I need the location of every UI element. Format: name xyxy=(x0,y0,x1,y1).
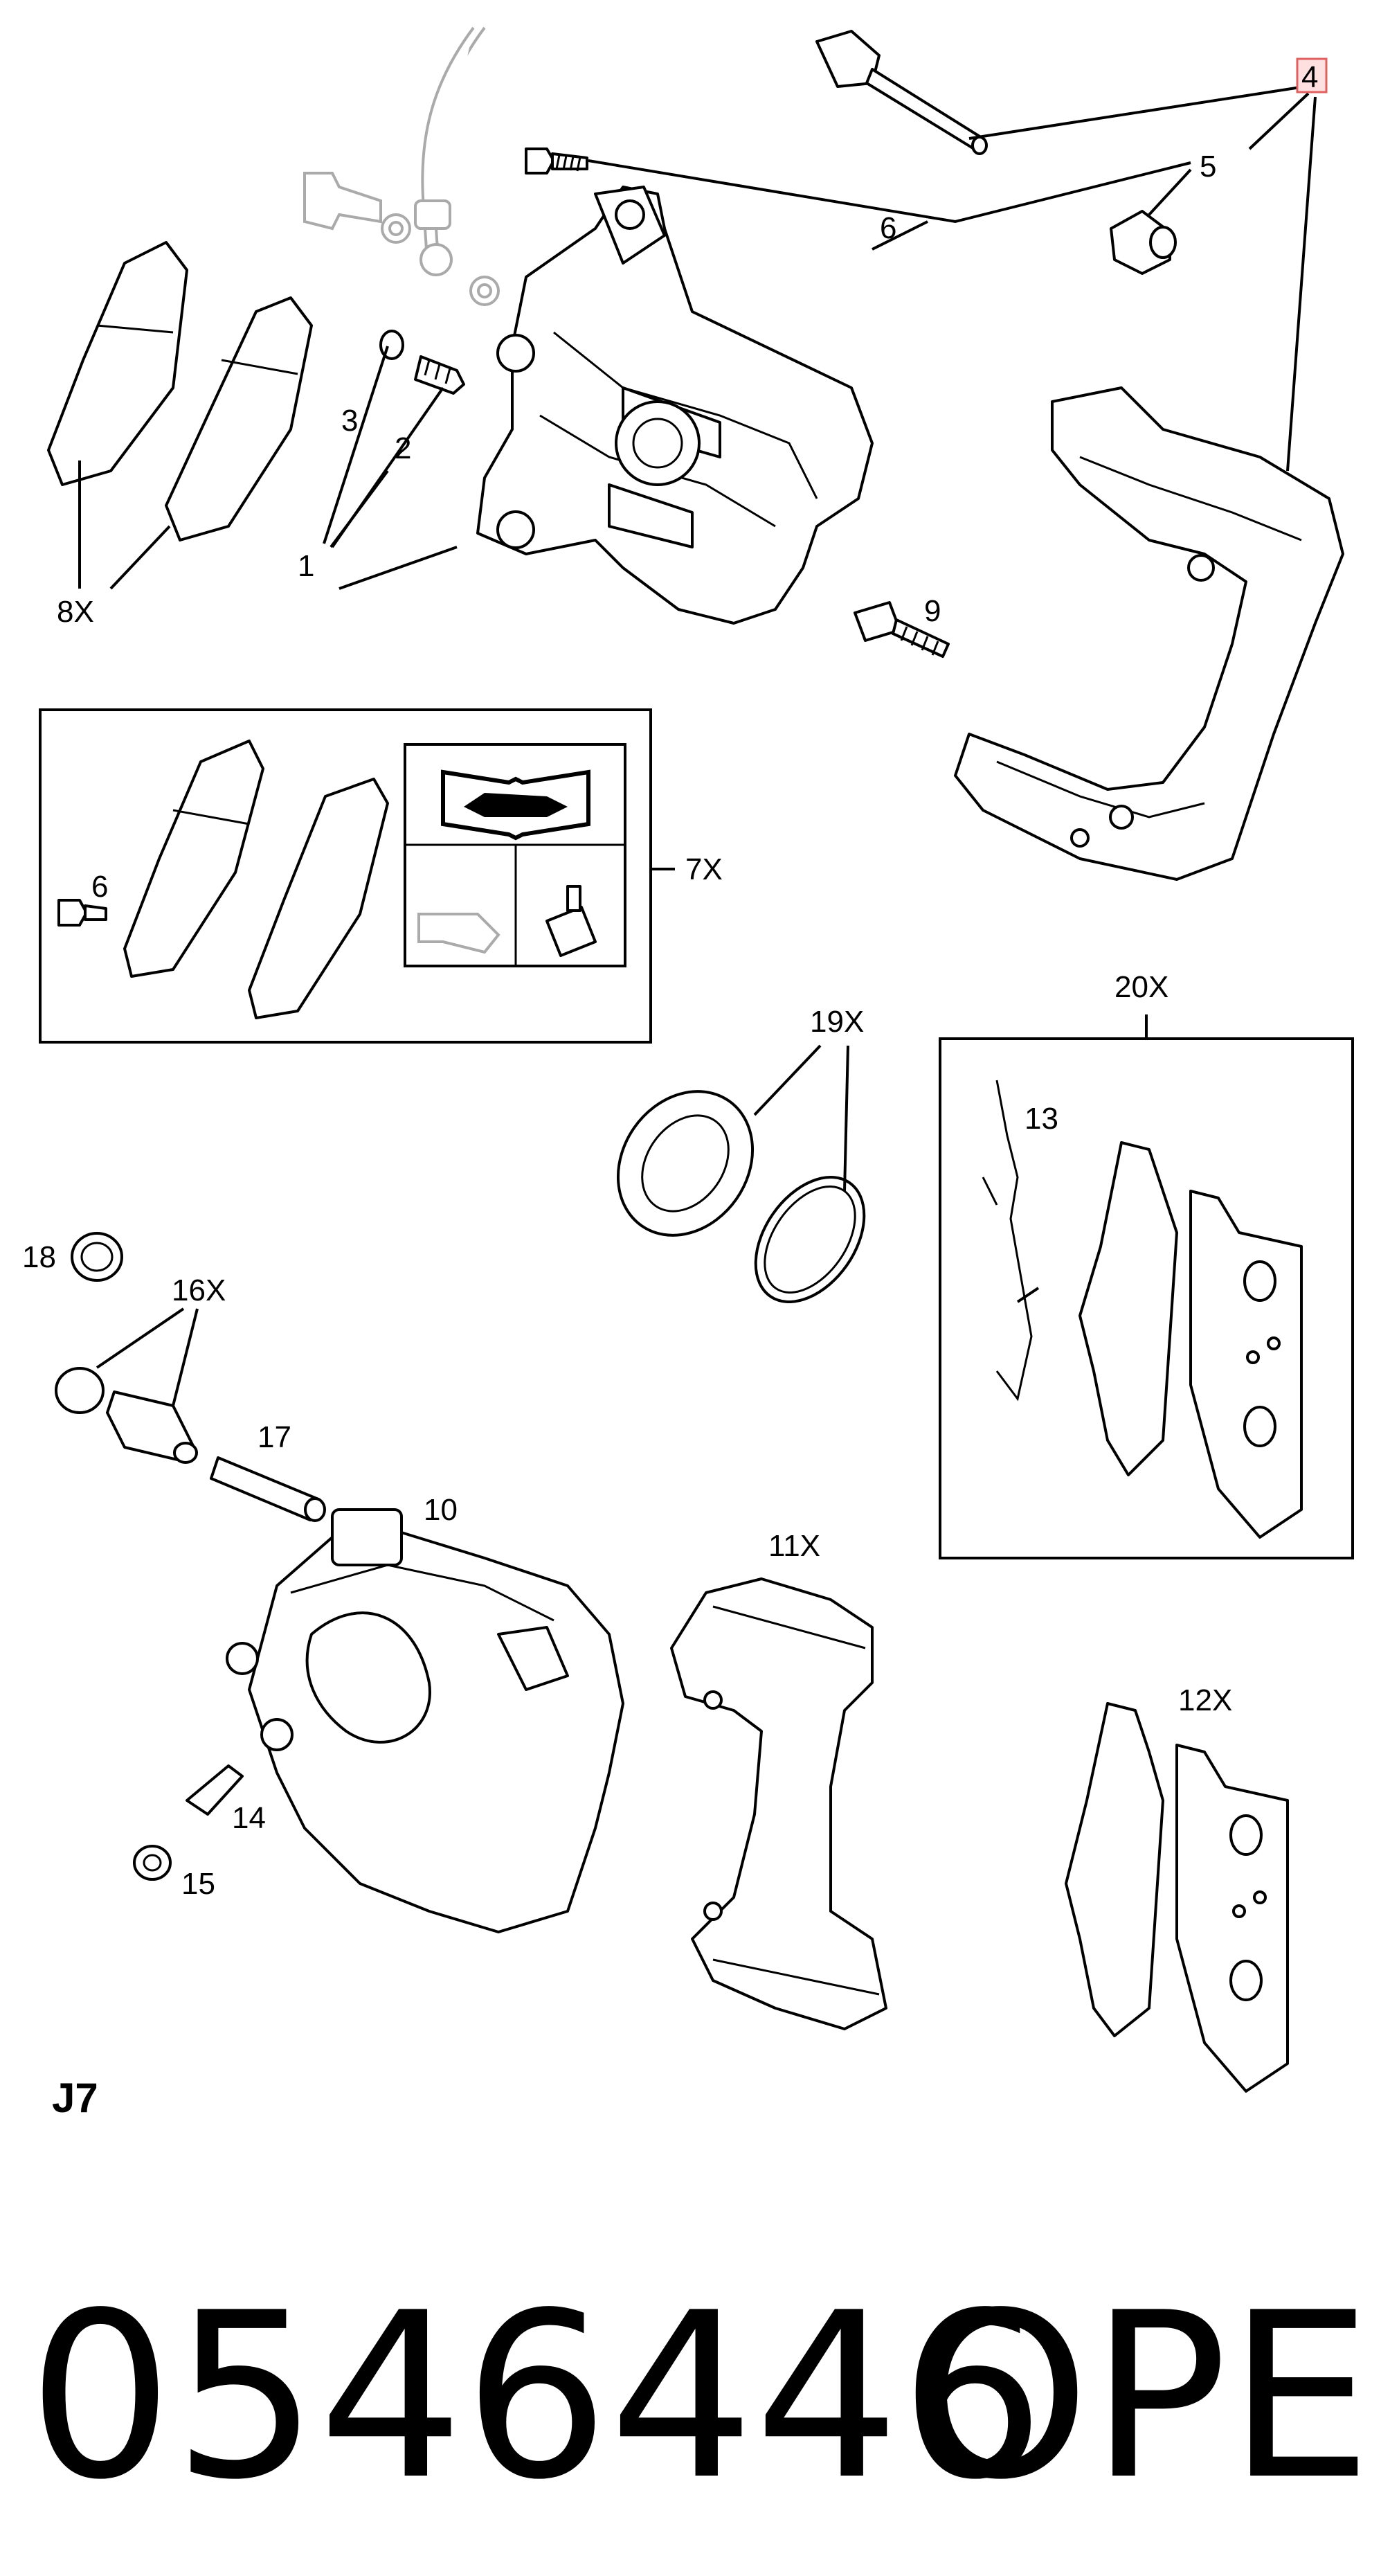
callout-8x: 8X xyxy=(57,595,94,629)
caliper-carrier xyxy=(954,386,1344,881)
bleeder-cap-15 xyxy=(133,1845,172,1881)
callout-6-top: 6 xyxy=(880,211,896,245)
caliper-housing-10 xyxy=(226,1508,624,1933)
brake-hose xyxy=(303,26,500,306)
callout-17: 17 xyxy=(258,1420,291,1454)
section-label: J7 xyxy=(52,2075,98,2121)
callout-13: 13 xyxy=(1025,1102,1058,1136)
repair-kit-box xyxy=(39,708,675,1044)
callout-20x: 20X xyxy=(1114,970,1168,1004)
pad-set-box xyxy=(939,1014,1354,1559)
manual-icon xyxy=(441,769,590,841)
callout-5: 5 xyxy=(1200,150,1216,184)
piston-seal-kit xyxy=(616,1090,866,1304)
guide-pin xyxy=(815,30,988,155)
guide-bolt-top xyxy=(525,147,588,175)
callout-15: 15 xyxy=(181,1867,215,1901)
guide-sleeve-kit xyxy=(55,1367,198,1464)
callout-4-highlight xyxy=(1296,57,1328,93)
callout-2: 2 xyxy=(395,431,411,465)
part-number: 0546446 xyxy=(28,2264,1045,2530)
callout-9: 9 xyxy=(924,594,941,628)
brand-name: OPEL xyxy=(910,2264,1390,2530)
lubricant-tube-icon xyxy=(545,885,597,957)
callout-10: 10 xyxy=(424,1493,458,1527)
callout-11x: 11X xyxy=(768,1529,820,1563)
dust-cap-18 xyxy=(71,1232,123,1282)
brake-pads-top xyxy=(47,241,313,542)
callout-4: 4 xyxy=(1301,60,1318,94)
bleeder-screw xyxy=(414,355,465,395)
caliper-carrier-11 xyxy=(670,1577,887,2030)
grease-icon xyxy=(417,913,500,954)
leader-lines xyxy=(78,85,1317,1406)
caliper-housing xyxy=(476,186,874,625)
guide-pin-17 xyxy=(210,1456,326,1522)
callout-7x: 7X xyxy=(685,852,723,886)
callout-18: 18 xyxy=(22,1240,56,1274)
carrier-bolt xyxy=(854,601,950,658)
callout-14: 14 xyxy=(232,1801,266,1835)
bleeder-screw-14 xyxy=(186,1764,244,1816)
callout-3: 3 xyxy=(341,404,358,438)
brake-pads-12 xyxy=(1065,1702,1289,2093)
callout-1: 1 xyxy=(298,549,314,583)
guide-bush xyxy=(1110,210,1177,275)
callout-12x: 12X xyxy=(1178,1683,1232,1717)
callout-19x: 19X xyxy=(810,1005,864,1039)
callout-6-kit: 6 xyxy=(91,870,108,904)
callout-16x: 16X xyxy=(172,1273,226,1307)
